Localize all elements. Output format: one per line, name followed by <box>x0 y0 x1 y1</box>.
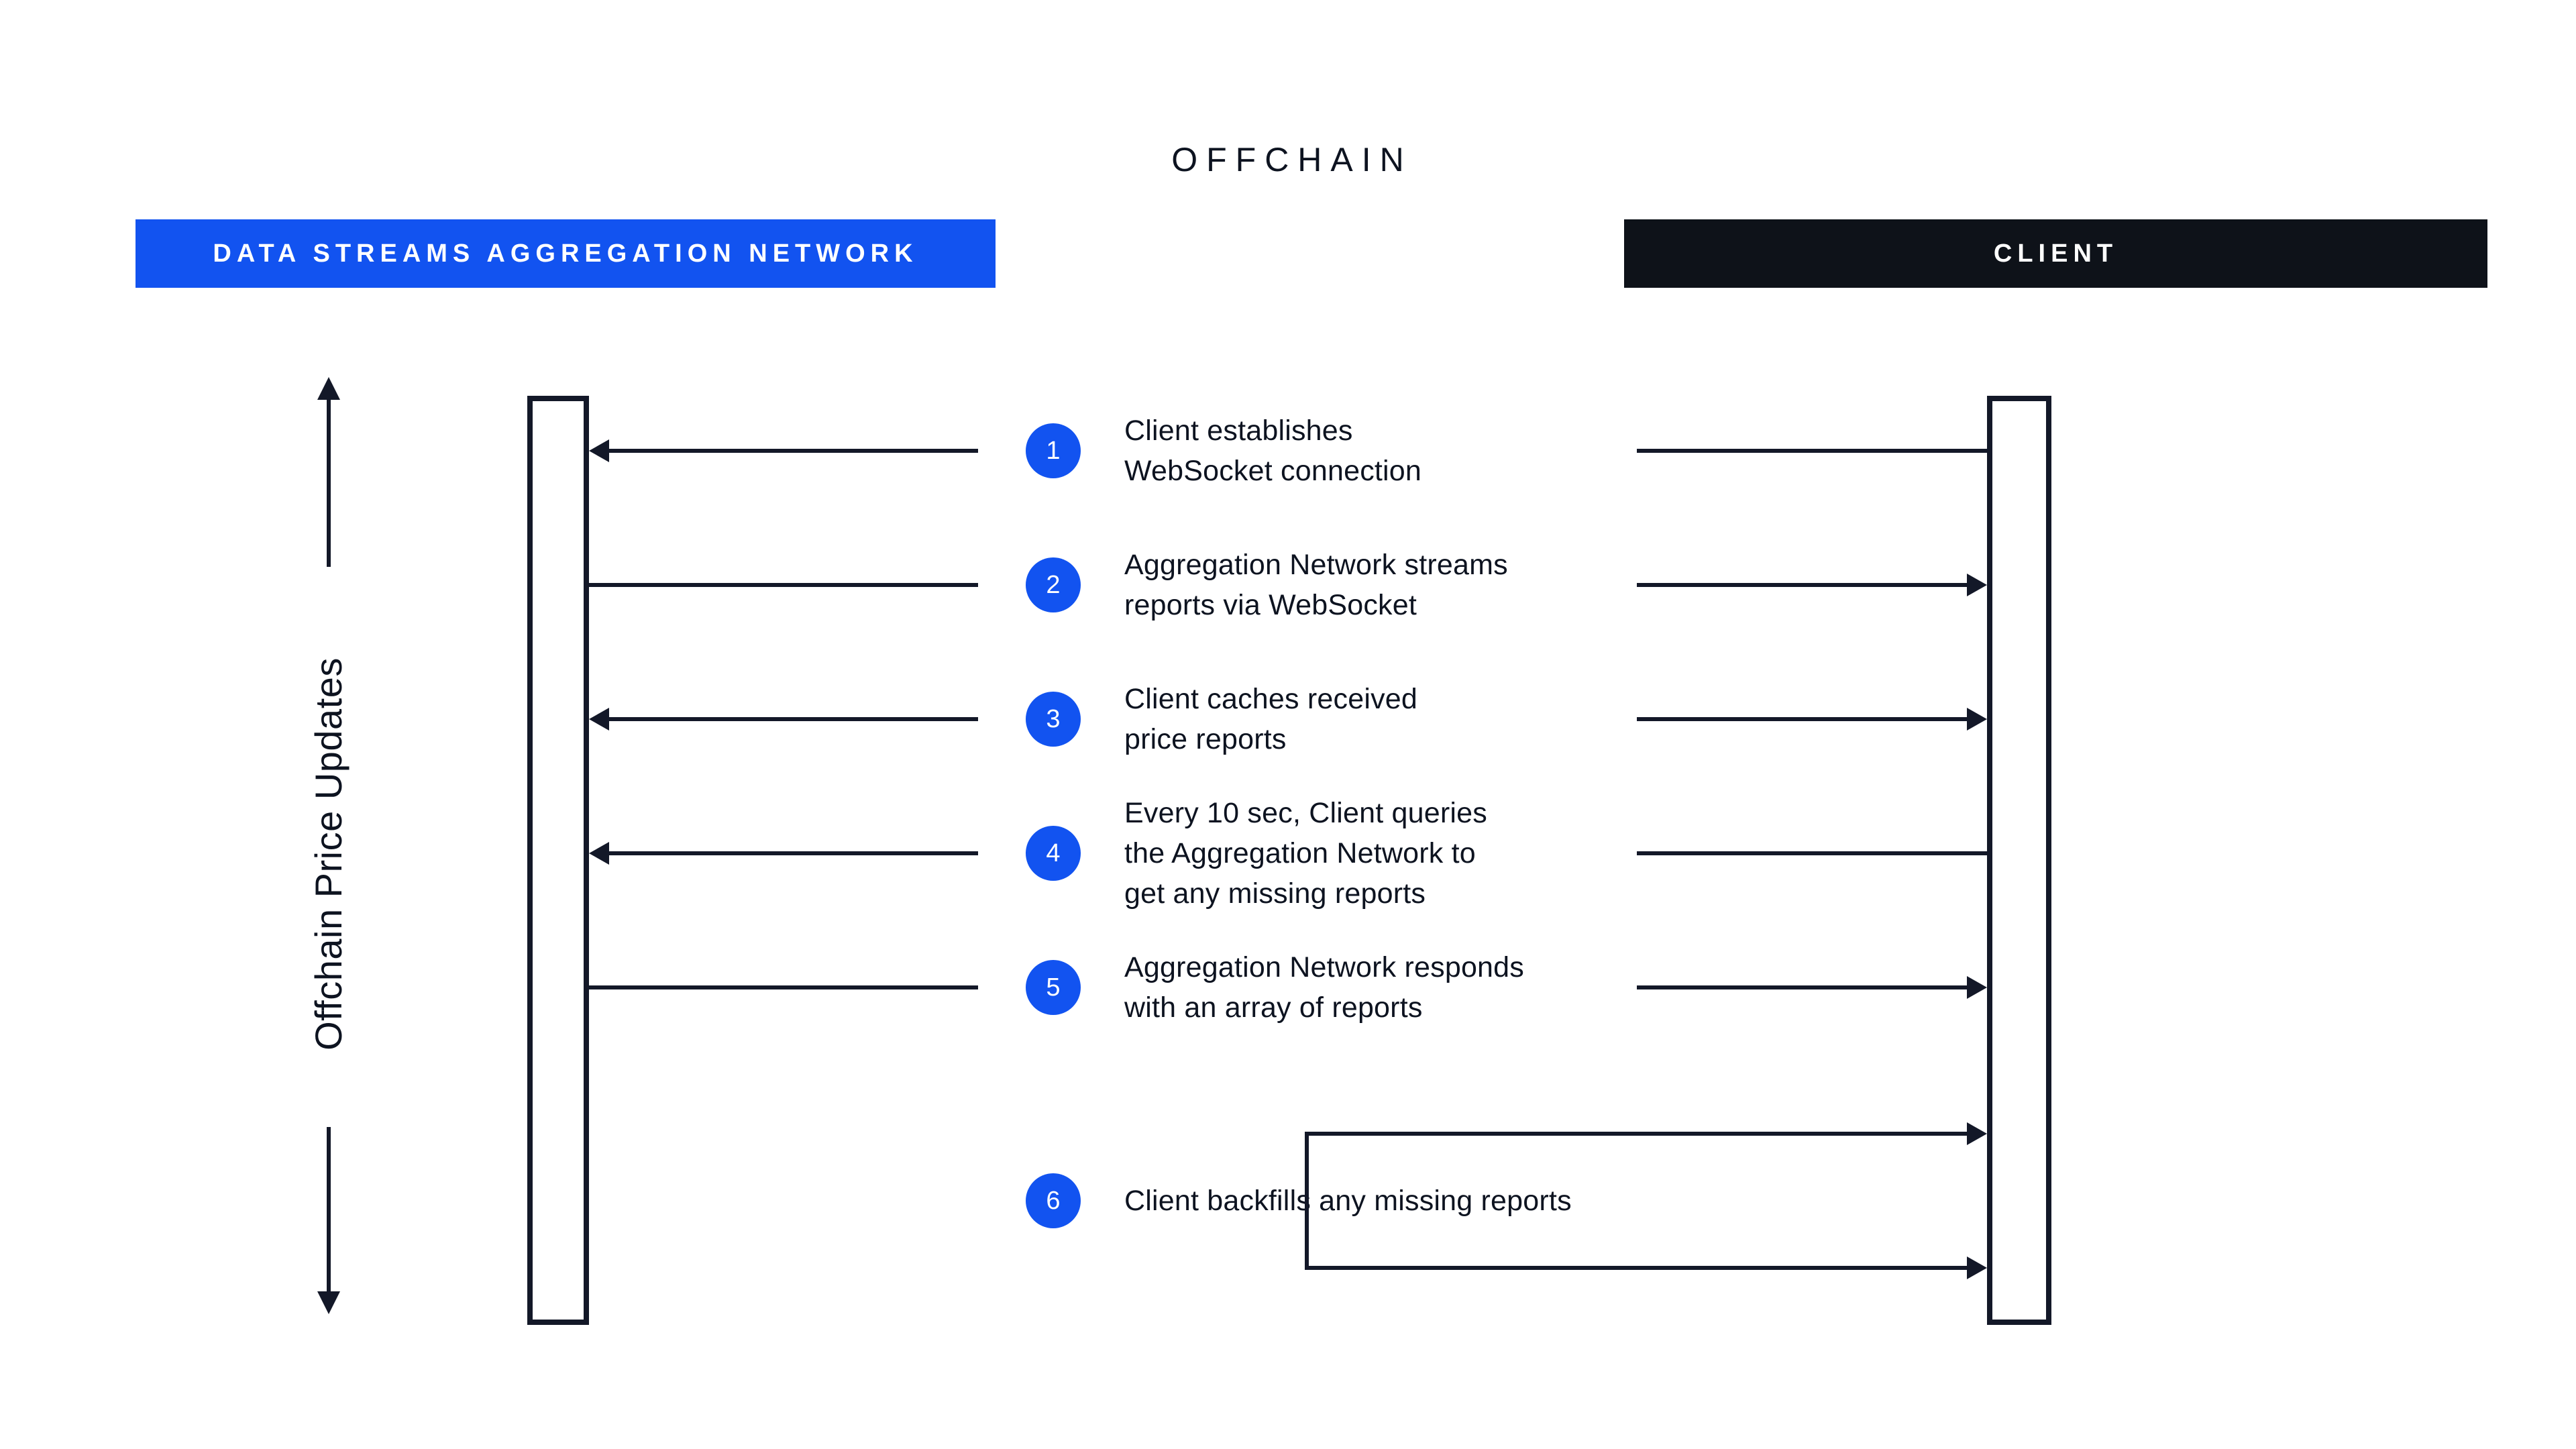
step-5-left-line <box>589 985 978 989</box>
step-3-text: Client caches received price reports <box>1124 683 1418 755</box>
step-1-left-line <box>608 449 978 453</box>
step-6-badge: 6 <box>1026 1173 1081 1228</box>
step-6-loop-bottom-line <box>1305 1266 1968 1270</box>
step-5-badge: 5 <box>1026 960 1081 1015</box>
step-1-left-arrowhead-icon <box>589 439 609 462</box>
step-4-left-arrowhead-icon <box>589 842 609 865</box>
step-5-right-arrowhead-icon <box>1967 976 1987 999</box>
step-4-right-line <box>1637 851 1987 855</box>
step-2-left-line <box>589 583 978 587</box>
step-1-text: Client establishes WebSocket connection <box>1124 415 1422 487</box>
step-3-right-arrowhead-icon <box>1967 708 1987 731</box>
step-6-loop-bottom-arrowhead-icon <box>1967 1256 1987 1279</box>
step-2-right-arrowhead-icon <box>1967 574 1987 596</box>
step-6-loop-top-line <box>1305 1132 1968 1136</box>
step-6-text: Client backfills any missing reports <box>1124 1185 1572 1217</box>
axis-arrow-down-icon <box>317 1291 340 1314</box>
lane-header-client: CLIENT <box>1624 219 2487 288</box>
page-title: OFFCHAIN <box>1171 141 1413 178</box>
step-4-badge: 4 <box>1026 826 1081 881</box>
step-3-left-arrowhead-icon <box>589 708 609 731</box>
step-4-left-line <box>608 851 978 855</box>
lane-header-client-label: CLIENT <box>1993 239 2118 268</box>
step-1-right-line <box>1637 449 1987 453</box>
step-2-right-line <box>1637 583 1968 587</box>
step-1-badge: 1 <box>1026 423 1081 478</box>
lane-header-aggregation-network: DATA STREAMS AGGREGATION NETWORK <box>136 219 996 288</box>
step-4-text: Every 10 sec, Client queries the Aggrega… <box>1124 797 1487 910</box>
lane-header-aggregation-network-label: DATA STREAMS AGGREGATION NETWORK <box>213 239 918 268</box>
axis-line-bottom <box>327 1127 331 1291</box>
lifeline-client <box>1987 396 2051 1325</box>
step-2-badge: 2 <box>1026 557 1081 612</box>
step-6-loop-top-arrowhead-icon <box>1967 1122 1987 1145</box>
step-3-right-line <box>1637 717 1968 721</box>
step-2-text: Aggregation Network streams reports via … <box>1124 549 1508 621</box>
step-5-text: Aggregation Network responds with an arr… <box>1124 951 1524 1024</box>
axis-arrow-up-icon <box>317 377 340 400</box>
axis-label: Offchain Price Updates <box>307 657 350 1051</box>
step-6-loop-vertical-line <box>1305 1132 1309 1270</box>
step-3-badge: 3 <box>1026 692 1081 747</box>
step-3-left-line <box>608 717 978 721</box>
axis-line-top <box>327 400 331 567</box>
lifeline-aggregation-network <box>527 396 589 1325</box>
step-5-right-line <box>1637 985 1968 989</box>
